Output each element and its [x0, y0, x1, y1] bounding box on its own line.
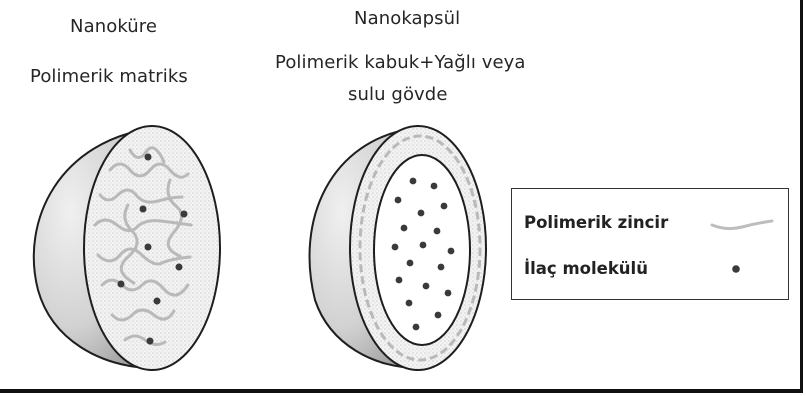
legend-symbols — [512, 189, 790, 301]
polymer-chain-symbol — [712, 221, 772, 229]
nanosphere-subtitle: Polimerik matriks — [30, 66, 188, 87]
nanocapsule-subtitle-line2: sulu gövde — [348, 84, 448, 105]
legend-drug-molecule-label: İlaç molekülü — [524, 259, 648, 278]
legend-polymer-chain-label: Polimerik zincir — [524, 213, 668, 232]
nanocapsule-core — [374, 155, 470, 345]
nanocapsule-illustration — [310, 126, 486, 370]
nanosphere-illustration — [34, 126, 220, 370]
nanocapsule-subtitle-line1: Polimerik kabuk+Yağlı veya — [275, 52, 526, 73]
nanosphere-title: Nanoküre — [70, 16, 157, 37]
nanocapsule-title: Nanokapsül — [354, 8, 460, 29]
nanosphere-cut-face — [84, 126, 220, 370]
drug-molecule-symbol — [732, 265, 740, 273]
legend-box: Polimerik zincir İlaç molekülü — [511, 188, 789, 300]
